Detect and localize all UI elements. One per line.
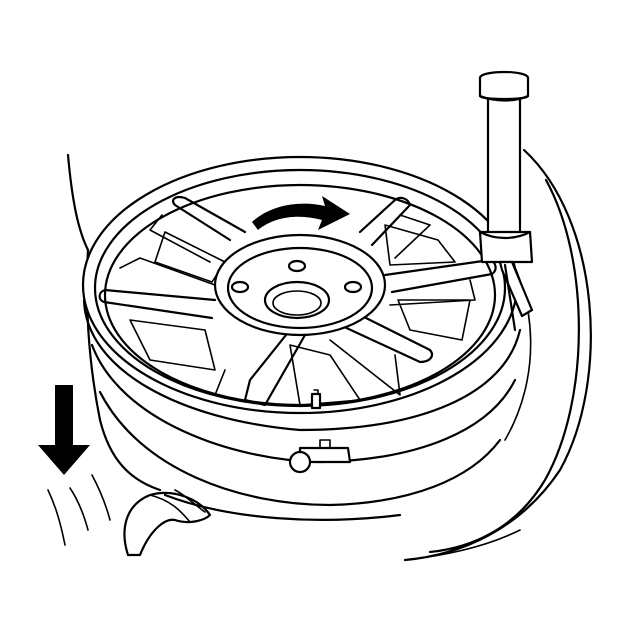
tire-lower-arcs <box>163 493 521 561</box>
wheel-spokes <box>98 196 497 407</box>
wheel-hub <box>213 233 387 337</box>
rotation-arrow <box>252 196 350 230</box>
lug-hole-right <box>343 280 363 294</box>
push-down-arrow <box>38 385 90 475</box>
mounting-head <box>478 230 534 332</box>
tire-changer-post <box>478 70 530 242</box>
bead-clamp <box>288 439 352 474</box>
lug-hole-top <box>287 259 307 273</box>
valve-stem <box>310 389 322 410</box>
lug-hole-left <box>230 280 250 294</box>
hand <box>47 474 212 557</box>
center-bore <box>263 280 331 320</box>
